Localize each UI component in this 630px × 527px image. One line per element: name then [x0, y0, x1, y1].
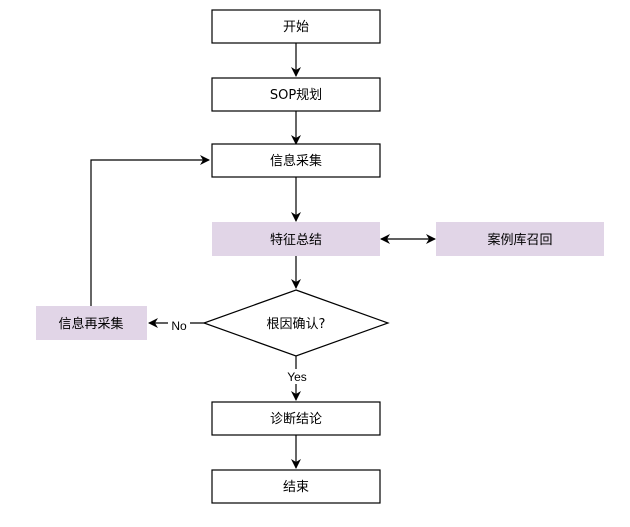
node-start-label: 开始 — [283, 20, 309, 35]
edge-label-no-background — [168, 318, 190, 333]
edge-label-no: No — [171, 319, 187, 333]
node-case-recall[interactable]: 案例库召回 — [436, 222, 604, 256]
node-start[interactable]: 开始 — [211, 9, 381, 44]
node-start-box — [211, 9, 381, 44]
node-diagnosis-conclusion-label: 诊断结论 — [270, 412, 322, 427]
node-case-recall-box — [436, 222, 604, 256]
node-feature-summary-box — [212, 222, 380, 256]
node-sop-planning-label: SOP规划 — [270, 88, 322, 103]
edge-label-yes: Yes — [287, 370, 307, 384]
node-end[interactable]: 结束 — [211, 469, 381, 504]
edge-recollection-loop-to-info-collection — [90, 155, 210, 306]
node-end-label: 结束 — [283, 480, 309, 495]
node-info-recollection[interactable]: 信息再采集 — [36, 306, 147, 340]
node-feature-summary-label: 特征总结 — [270, 233, 322, 248]
node-diagnosis-conclusion[interactable]: 诊断结论 — [211, 401, 381, 436]
node-sop-planning-box — [211, 77, 381, 112]
node-case-recall-label: 案例库召回 — [487, 232, 552, 248]
node-info-collection[interactable]: 信息采集 — [211, 143, 381, 178]
node-end-box — [211, 469, 381, 504]
node-root-cause-decision-diamond — [202, 289, 390, 357]
node-root-cause-decision[interactable]: 根因确认? — [202, 289, 390, 357]
node-sop-planning[interactable]: SOP规划 — [211, 77, 381, 112]
node-info-recollection-box — [36, 306, 147, 340]
node-info-recollection-label: 信息再采集 — [58, 316, 123, 332]
node-info-collection-box — [211, 143, 381, 178]
edge-label-yes-background — [282, 369, 312, 384]
node-root-cause-decision-label: 根因确认? — [267, 317, 326, 332]
node-info-collection-label: 信息采集 — [270, 153, 322, 169]
node-feature-summary[interactable]: 特征总结 — [212, 222, 380, 256]
node-diagnosis-conclusion-box — [211, 401, 381, 436]
